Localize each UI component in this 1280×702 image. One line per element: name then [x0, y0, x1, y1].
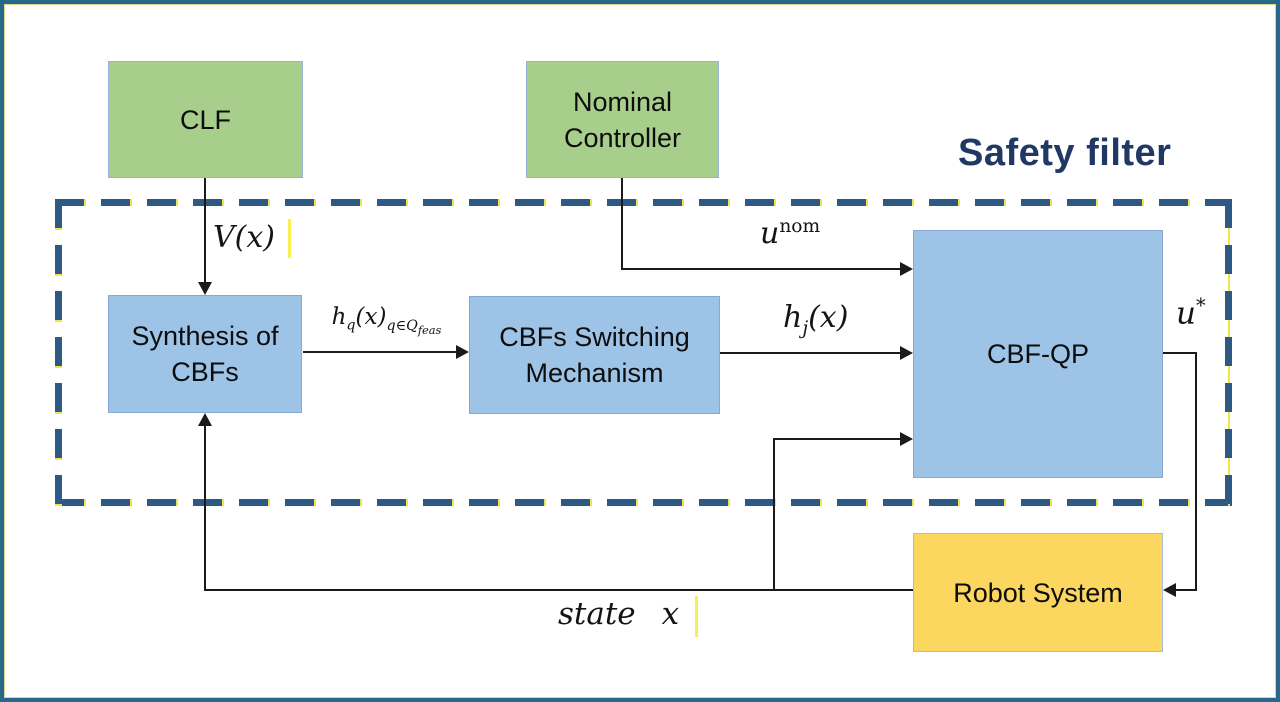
state-var: x: [661, 596, 680, 632]
nominal-controller-block: Nominal Controller: [526, 61, 719, 178]
arrow-qp-to-robot-hline2: [1176, 589, 1197, 591]
feedback-state-head: [198, 413, 212, 426]
h-j-base: h: [783, 300, 803, 335]
arrow-switching-to-qp-head: [900, 346, 913, 360]
text-cursor-artifact-v: [288, 219, 291, 258]
feedback-branch-hline: [773, 438, 901, 440]
cbfs-switching-block: CBFs Switching Mechanism: [469, 296, 720, 414]
state-word: state: [558, 596, 636, 632]
h-q-sub: q: [346, 317, 356, 334]
clf-block-label: CLF: [179, 104, 231, 135]
safety-filter-boundary-left: [55, 199, 62, 506]
arrow-clf-to-synthesis-line: [204, 178, 206, 282]
u-star-sup: *: [1195, 294, 1206, 317]
signal-label-h-q: hq(x)q∈Qfeas: [303, 304, 470, 336]
synthesis-cbfs-label-line1: Synthesis of: [131, 321, 279, 351]
nominal-controller-label-line1: Nominal: [572, 86, 673, 117]
cbf-qp-label: CBF-QP: [986, 339, 1089, 369]
robot-system-label: Robot System: [953, 577, 1123, 608]
h-j-mid: (x): [808, 300, 849, 335]
cbfs-switching-label-line2: Mechanism: [525, 358, 664, 388]
signal-label-v-of-x: V(x): [213, 220, 275, 255]
safety-filter-boundary-right: [1225, 199, 1232, 506]
u-nom-base: u: [760, 216, 780, 251]
u-star-base: u: [1176, 295, 1196, 332]
cbfs-switching-label-line1: CBFs Switching: [499, 322, 690, 352]
signal-label-u-star: u*: [1176, 294, 1206, 331]
arrow-synthesis-to-switching-head: [456, 345, 469, 359]
arrow-nominal-to-qp-vline: [621, 178, 623, 270]
safety-filter-title: Safety filter: [958, 132, 1172, 174]
arrow-qp-to-robot-hline1: [1163, 352, 1197, 354]
h-j-sub: j: [802, 318, 809, 339]
cbf-qp-block: CBF-QP: [913, 230, 1163, 478]
h-q-sub3: feas: [417, 322, 442, 337]
safety-filter-boundary-bottom: [55, 499, 1232, 506]
feedback-state-vline: [204, 424, 206, 591]
clf-block: CLF: [108, 61, 303, 178]
u-nom-sup: nom: [779, 216, 821, 237]
h-q-subscript: q∈Qfeas: [386, 317, 442, 337]
nominal-controller-label-line2: Controller: [563, 122, 682, 153]
feedback-state-hline: [204, 589, 913, 591]
arrow-nominal-to-qp-hline: [621, 268, 902, 270]
feedback-branch-vline: [773, 439, 775, 591]
synthesis-cbfs-label-line2: CBFs: [171, 357, 239, 387]
feedback-branch-head: [900, 432, 913, 446]
signal-label-u-nom: unom: [760, 216, 820, 251]
arrow-synthesis-to-switching-line: [303, 351, 458, 353]
safety-filter-boundary-top: [55, 199, 1232, 206]
arrow-qp-to-robot-head: [1163, 583, 1176, 597]
arrow-qp-to-robot-vline: [1195, 352, 1197, 591]
signal-label-h-j: hj(x): [783, 300, 848, 339]
arrow-switching-to-qp-line: [720, 352, 901, 354]
h-q-sub2: q∈Q: [386, 317, 418, 334]
robot-system-block: Robot System: [913, 533, 1163, 652]
arrow-clf-to-synthesis-head: [198, 282, 212, 295]
text-cursor-artifact-state: [695, 596, 698, 637]
h-q-base: h: [331, 304, 347, 330]
synthesis-cbfs-block: Synthesis of CBFs: [108, 295, 302, 413]
h-q-mid: (x): [355, 304, 387, 330]
arrow-nominal-to-qp-head: [900, 262, 913, 276]
